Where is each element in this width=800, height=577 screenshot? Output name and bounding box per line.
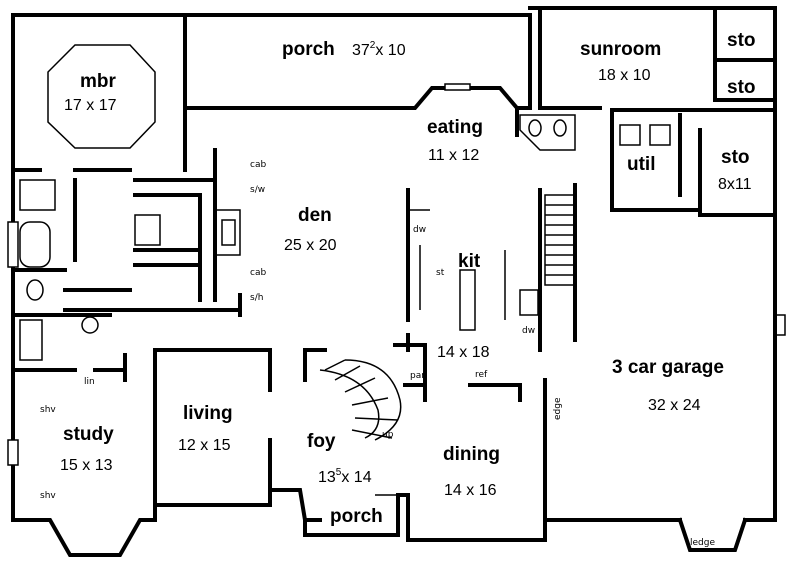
dining-name: dining: [443, 444, 500, 465]
util-name: util: [627, 154, 656, 175]
sunroom-dims: 18 x 10: [598, 67, 651, 84]
kit-name: kit: [458, 251, 481, 272]
sto-right-name: sto: [721, 147, 750, 168]
dw2-label: dw: [522, 326, 535, 336]
interior-walls: [11, 6, 786, 507]
stove: [519, 289, 539, 316]
annotations: cab s/w cab s/h dw st dw ref edge ledge …: [40, 160, 715, 548]
dining-dims: 14 x 16: [444, 482, 497, 499]
foy-dims: 13: [318, 469, 336, 486]
sw-label: s/w: [250, 185, 265, 195]
window: [7, 221, 19, 268]
window: [444, 83, 471, 91]
sink: [553, 119, 567, 137]
dw-label: dw: [413, 225, 426, 235]
sto-top-name: sto: [727, 30, 756, 51]
window: [7, 439, 19, 466]
living-name: living: [183, 403, 233, 424]
kit-dims: 14 x 18: [437, 344, 490, 361]
sunroom-name: sunroom: [580, 39, 661, 60]
ledge-label: ledge: [690, 538, 715, 548]
toilet: [528, 119, 542, 137]
eating-dims: 11 x 12: [428, 147, 479, 164]
svg-text:372x 10: 372x 10: [352, 40, 406, 59]
eating-name: eating: [427, 117, 483, 138]
sh-label: s/h: [250, 293, 263, 303]
toilet: [26, 279, 44, 301]
ceiling-octagon: [47, 44, 156, 149]
sto-right-dims: 8x11: [718, 176, 752, 193]
pan-label: pan: [410, 371, 427, 381]
fixtures: [7, 44, 671, 496]
shower: [19, 319, 43, 361]
cab2-label: cab: [250, 268, 266, 278]
room-labels: porch 372x 10 mbr 17 x 17 sunroom 18 x 1…: [60, 30, 756, 527]
shv1-label: shv: [40, 405, 56, 415]
living-dims: 12 x 15: [178, 437, 231, 454]
up-label: up: [382, 430, 394, 440]
garage-name: 3 car garage: [612, 357, 724, 378]
edge-label: edge: [553, 397, 563, 420]
porch-rear-name: porch: [282, 39, 335, 60]
mbr-dims: 17 x 17: [64, 97, 117, 114]
washer: [619, 124, 641, 146]
mbr-name: mbr: [80, 71, 117, 92]
garage-dims: 32 x 24: [648, 397, 701, 414]
svg-text:135x 14: 135x 14: [318, 467, 372, 486]
den-dims: 25 x 20: [284, 237, 337, 254]
study-dims: 15 x 13: [60, 457, 113, 474]
dryer: [649, 124, 671, 146]
ref-label: ref: [475, 370, 488, 380]
shv2-label: shv: [40, 491, 56, 501]
porch-front-name: porch: [330, 506, 383, 527]
curved-stair: [344, 359, 402, 441]
bathtub: [19, 221, 51, 268]
st-label: st: [436, 268, 445, 278]
foy-name: foy: [307, 431, 336, 452]
shower: [19, 179, 56, 211]
study-name: study: [63, 424, 114, 445]
vanity: [134, 214, 161, 246]
lin-label: lin: [84, 377, 95, 387]
cab-label: cab: [250, 160, 266, 170]
sto-mid-name: sto: [727, 77, 756, 98]
toilet: [81, 316, 99, 334]
exterior-walls: [11, 6, 777, 557]
porch-rear-dims: 37: [352, 42, 370, 59]
den-name: den: [298, 205, 332, 226]
